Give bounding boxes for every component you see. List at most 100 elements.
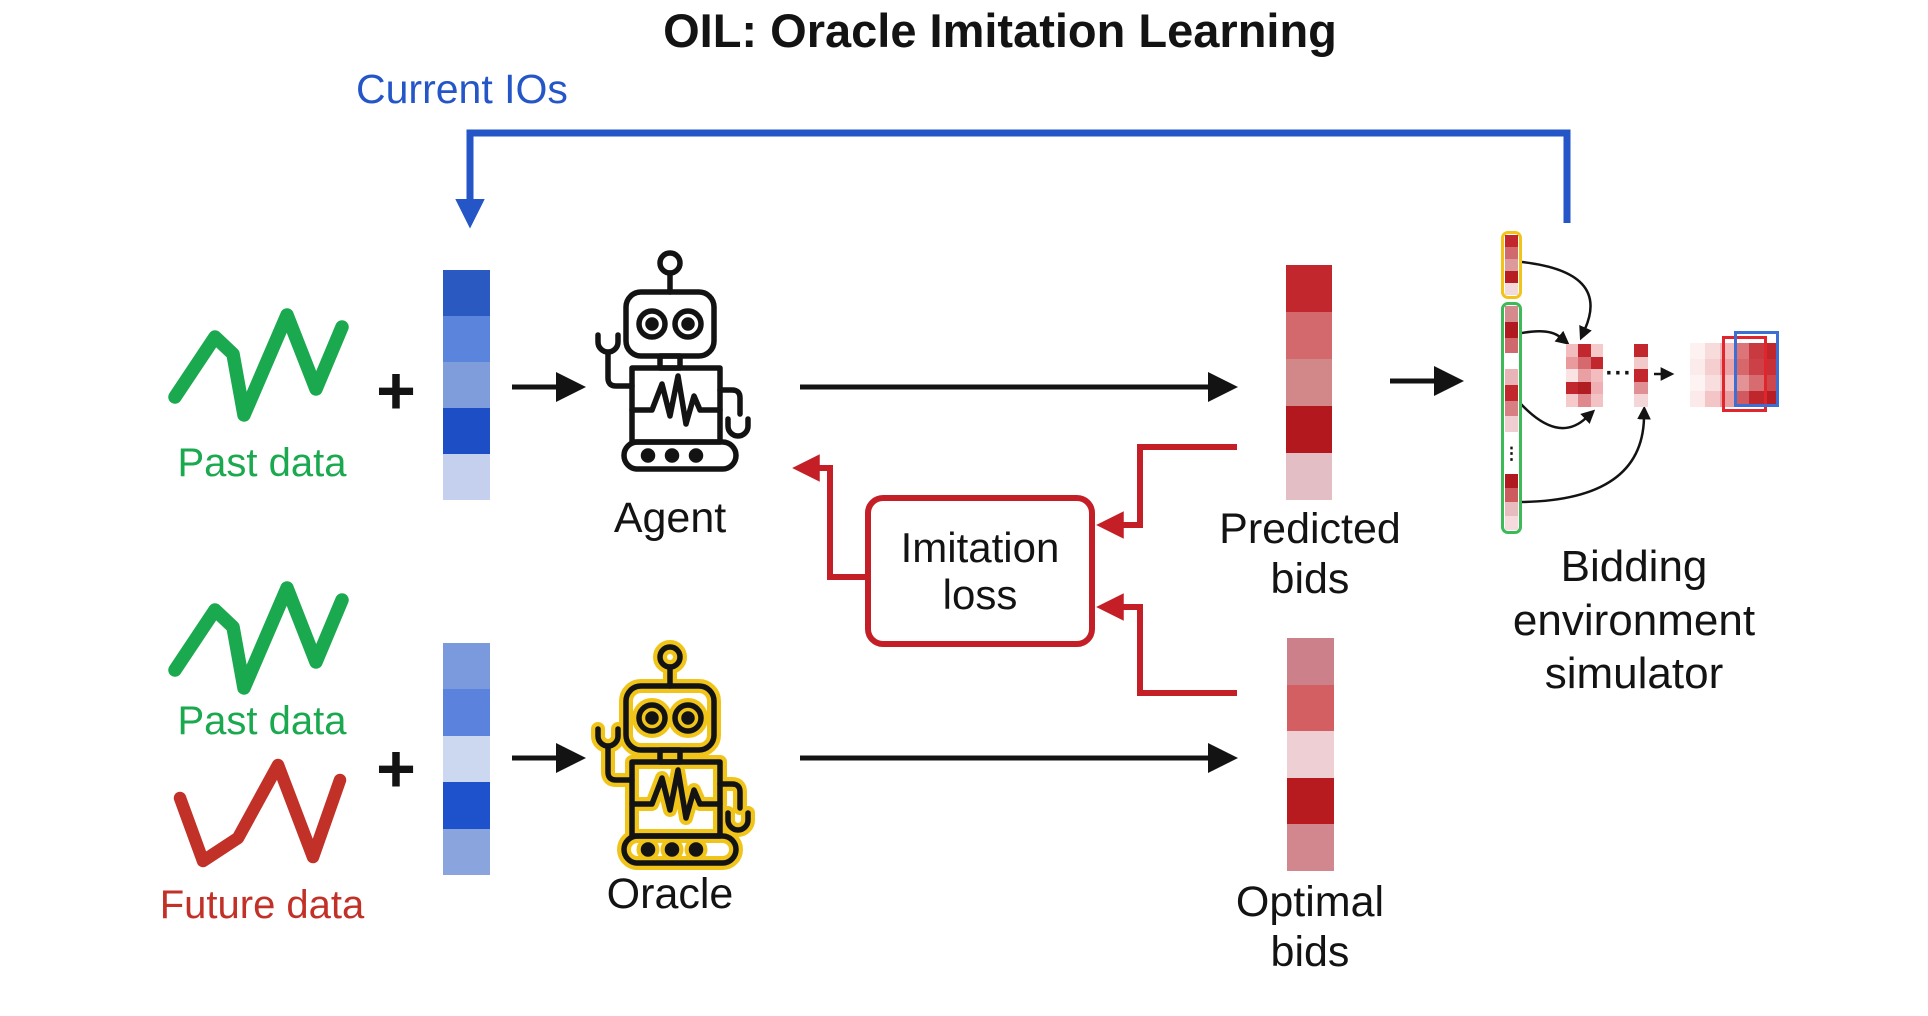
- vector-cell: [1590, 394, 1603, 407]
- vector-cell: [1505, 235, 1518, 247]
- vector-cell: [1578, 381, 1591, 395]
- vector-cell: [1734, 391, 1750, 407]
- sim-curve-arrow-1: [1521, 260, 1592, 341]
- arrow-predicted-to-loss: [1096, 444, 1237, 539]
- vector-cell: [1704, 359, 1720, 375]
- vector-cell: [1287, 638, 1334, 685]
- simulator-label: Bidding environment simulator: [1512, 542, 1756, 699]
- imitation-loss-box: Imitation loss: [865, 495, 1095, 647]
- vector-cell: [1578, 394, 1591, 407]
- sim-io-vector-green-lower-cells: [1505, 474, 1518, 530]
- vector-cell: [1704, 391, 1720, 407]
- vector-cell: [1505, 474, 1518, 488]
- vector-cell: [1690, 375, 1705, 391]
- sim-output-heatmap: [1690, 343, 1779, 407]
- vector-cell: [1690, 359, 1705, 375]
- vector-cell: [1505, 337, 1518, 354]
- vector-cell: [1704, 375, 1720, 391]
- vector-cell: [443, 270, 490, 316]
- sim-curve-arrow-4: [1521, 405, 1651, 504]
- vector-cell: [1505, 271, 1518, 283]
- sim-curve-arrow-2: [1521, 329, 1570, 345]
- vector-cell: [1764, 359, 1779, 375]
- vector-cell: [1590, 369, 1603, 382]
- vector-cell: [443, 408, 490, 454]
- vector-cell: [443, 735, 490, 783]
- current-ios-label: Current IOs: [356, 66, 568, 112]
- vector-cell: [1566, 369, 1579, 382]
- sim-horizontal-ellipsis: ···: [1605, 360, 1633, 387]
- vector-cell: [1749, 391, 1765, 407]
- past-data-label-top: Past data: [177, 441, 347, 485]
- vector-cell: [1505, 400, 1518, 417]
- vector-cell: [1505, 259, 1518, 271]
- vector-cell: [1764, 343, 1779, 359]
- input-vector-top: [443, 270, 490, 500]
- past-data-sparkline-top: [168, 308, 349, 422]
- vector-cell: [1590, 381, 1603, 395]
- vector-cell: [1734, 375, 1750, 391]
- vector-cell: [1566, 356, 1579, 370]
- optimal-bids-vector: [1287, 638, 1334, 871]
- input-vector-bottom: [443, 643, 490, 876]
- vector-cell: [1505, 369, 1518, 385]
- sim-blue-selection-box: [1734, 331, 1779, 407]
- arrow-optimal-to-loss: [1096, 593, 1237, 696]
- predicted-bids-label: Predicted bids: [1219, 505, 1401, 603]
- plus-sign-bottom: +: [376, 731, 416, 807]
- vector-cell: [1287, 824, 1334, 871]
- sim-io-vector-yellow: [1501, 231, 1522, 299]
- sim-curve-arrow-3: [1519, 402, 1596, 430]
- sim-vertical-ellipsis: ⋮: [1503, 443, 1520, 463]
- agent-robot-icon: [597, 252, 749, 470]
- future-data-sparkline: [173, 758, 347, 868]
- vector-cell: [1505, 516, 1518, 530]
- vector-cell: [1287, 731, 1334, 778]
- vector-cell: [1505, 306, 1518, 322]
- sim-io-vector-green: ⋮: [1501, 302, 1522, 534]
- past-data-sparkline-bottom: [168, 581, 349, 695]
- vector-cell: [1286, 265, 1332, 312]
- oracle-label: Oracle: [606, 870, 734, 918]
- current-ios-feedback-arrow: [455, 129, 1571, 229]
- vector-cell: [443, 643, 490, 690]
- vector-cell: [1764, 375, 1779, 391]
- future-data-label: Future data: [159, 883, 365, 927]
- vector-cell: [1578, 344, 1591, 357]
- vector-cell: [1287, 777, 1334, 825]
- optimal-bids-label: Optimal bids: [1235, 878, 1385, 976]
- sim-red-selection-box: [1722, 336, 1767, 412]
- past-data-label-bottom: Past data: [177, 699, 347, 743]
- vector-cell: [1578, 369, 1591, 382]
- vector-cell: [1505, 502, 1518, 516]
- vector-cell: [1634, 344, 1648, 357]
- sim-io-vector-yellow-cells: [1505, 235, 1518, 295]
- vector-cell: [443, 362, 490, 408]
- vector-cell: [443, 782, 490, 829]
- sim-feature-matrix: [1566, 344, 1603, 407]
- plus-sign-top: +: [376, 353, 416, 429]
- arrow-loss-to-agent: [792, 454, 865, 580]
- vector-cell: [1287, 684, 1334, 732]
- vector-cell: [1634, 356, 1648, 370]
- vector-cell: [1505, 283, 1518, 295]
- vector-cell: [1690, 343, 1705, 359]
- predicted-bids-vector: [1286, 265, 1332, 500]
- vector-cell: [443, 828, 490, 876]
- vector-cell: [1566, 381, 1579, 395]
- vector-cell: [1734, 343, 1750, 359]
- sim-io-vector-green-upper-cells: [1505, 306, 1518, 432]
- vector-cell: [1286, 312, 1332, 359]
- vector-cell: [1590, 356, 1603, 370]
- vector-cell: [1764, 391, 1779, 407]
- vector-cell: [1634, 381, 1648, 395]
- vector-cell: [1749, 343, 1765, 359]
- page-title: OIL: Oracle Imitation Learning: [663, 4, 1337, 57]
- vector-cell: [443, 689, 490, 736]
- vector-cell: [443, 316, 490, 362]
- oracle-robot-icon: [597, 646, 749, 864]
- vector-cell: [1578, 356, 1591, 370]
- vector-cell: [443, 454, 490, 500]
